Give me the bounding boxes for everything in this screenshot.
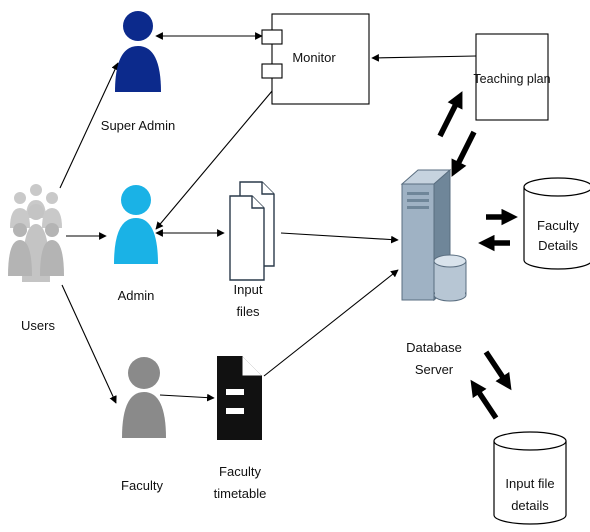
faculty-timetable-label-line1: Faculty bbox=[219, 464, 261, 479]
component-icon bbox=[261, 29, 283, 45]
edge-faculty-timetable bbox=[159, 393, 215, 402]
faculty-person-icon[interactable] bbox=[122, 357, 166, 438]
database-cylinder-icon[interactable]: Faculty Details bbox=[523, 177, 590, 270]
database-server-label-line1: Database bbox=[406, 340, 462, 355]
monitor-box bbox=[271, 13, 370, 105]
component-icon bbox=[261, 63, 283, 79]
input-file-details-label-line2: details bbox=[511, 498, 549, 513]
admin-label: Admin bbox=[118, 288, 155, 303]
swap-arrows-icon bbox=[478, 208, 518, 252]
monitor-component[interactable]: Monitor bbox=[261, 13, 370, 105]
documents-icon[interactable] bbox=[229, 181, 275, 281]
server-disk bbox=[433, 254, 467, 302]
faculty-timetable-label-line2: timetable bbox=[214, 486, 267, 501]
teaching-plan-label: Teaching plan bbox=[473, 72, 550, 86]
input-files-label-line2: files bbox=[236, 304, 260, 319]
edge-users-faculty bbox=[61, 284, 117, 404]
users-group-icon[interactable] bbox=[8, 184, 64, 282]
swap-arrows-icon bbox=[470, 350, 512, 420]
monitor-label: Monitor bbox=[292, 50, 336, 65]
edge-users-superadmin bbox=[59, 62, 119, 189]
super-admin-person-icon[interactable] bbox=[115, 11, 161, 92]
connectors bbox=[59, 32, 477, 404]
edge-teachingplan-monitor bbox=[371, 54, 477, 62]
teaching-plan-box[interactable]: Teaching plan bbox=[473, 33, 551, 121]
database-cylinder-icon[interactable]: Input file details bbox=[493, 431, 567, 525]
document-icon[interactable] bbox=[217, 356, 262, 440]
faculty-details-label-line2: Details bbox=[538, 238, 578, 253]
faculty-label: Faculty bbox=[121, 478, 163, 493]
faculty-details-label-line1: Faculty bbox=[537, 218, 579, 233]
edge-admin-monitor bbox=[155, 77, 284, 230]
input-file-details-label-line1: Input file bbox=[505, 476, 554, 491]
input-files-label-line1: Input bbox=[234, 282, 263, 297]
server-icon[interactable] bbox=[400, 168, 467, 302]
database-server-label-line2: Server bbox=[415, 362, 454, 377]
users-label: Users bbox=[21, 318, 55, 333]
super-admin-label: Super Admin bbox=[101, 118, 175, 133]
edge-inputfiles-server bbox=[280, 232, 399, 244]
admin-person-icon[interactable] bbox=[114, 185, 158, 264]
swap-arrows-icon bbox=[437, 91, 477, 177]
edge-timetable-server bbox=[263, 269, 399, 377]
